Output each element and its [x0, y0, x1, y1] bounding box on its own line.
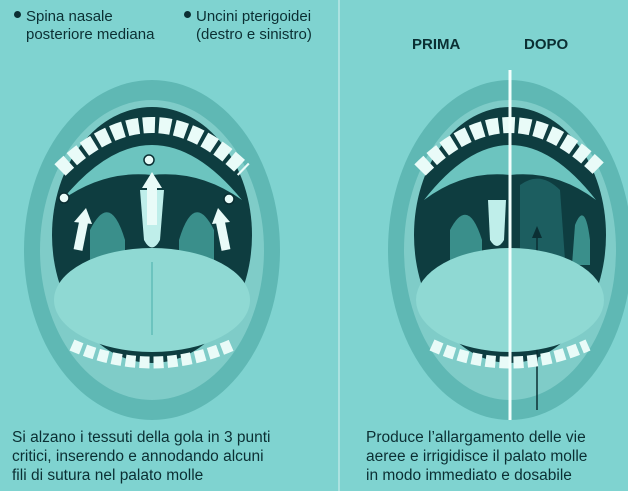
posterior-nasal-spine-point-icon — [144, 155, 154, 165]
caption-line: Produce l’allargamento delle vie — [366, 428, 622, 447]
caption-line: critici, inserendo e annodando alcuni — [12, 447, 312, 466]
bullet-icon — [14, 11, 21, 18]
label-after: DOPO — [524, 36, 568, 53]
legend-text: Uncini pterigoidei — [196, 8, 311, 25]
left-pterygoid-hamulus-point-icon — [224, 194, 234, 204]
panel-divider — [338, 0, 340, 491]
caption-result: Produce l’allargamento delle vie aeree e… — [366, 428, 622, 485]
caption-line: in modo immediato e dosabile — [366, 466, 622, 485]
legend-text: (destro e sinistro) — [184, 26, 312, 44]
label-before: PRIMA — [412, 36, 460, 53]
legend-text: Spina nasale — [26, 8, 113, 25]
legend-item-pterygoid-hamuli: Uncini pterigoidei (destro e sinistro) — [184, 8, 312, 44]
caption-line: Si alzano i tessuti della gola in 3 punt… — [12, 428, 312, 447]
right-mouth-diagram — [388, 70, 628, 420]
caption-line: fili di sutura nel palato molle — [12, 466, 312, 485]
left-mouth-diagram — [24, 80, 280, 420]
right-uvula-before — [488, 200, 506, 246]
legend-item-nasal-spine: Spina nasale posteriore mediana — [14, 8, 154, 44]
bullet-icon — [184, 11, 191, 18]
caption-procedure: Si alzano i tessuti della gola in 3 punt… — [12, 428, 312, 485]
right-pterygoid-hamulus-point-icon — [59, 193, 69, 203]
caption-line: aeree e irrigidisce il palato molle — [366, 447, 622, 466]
legend-text: posteriore mediana — [14, 26, 154, 44]
